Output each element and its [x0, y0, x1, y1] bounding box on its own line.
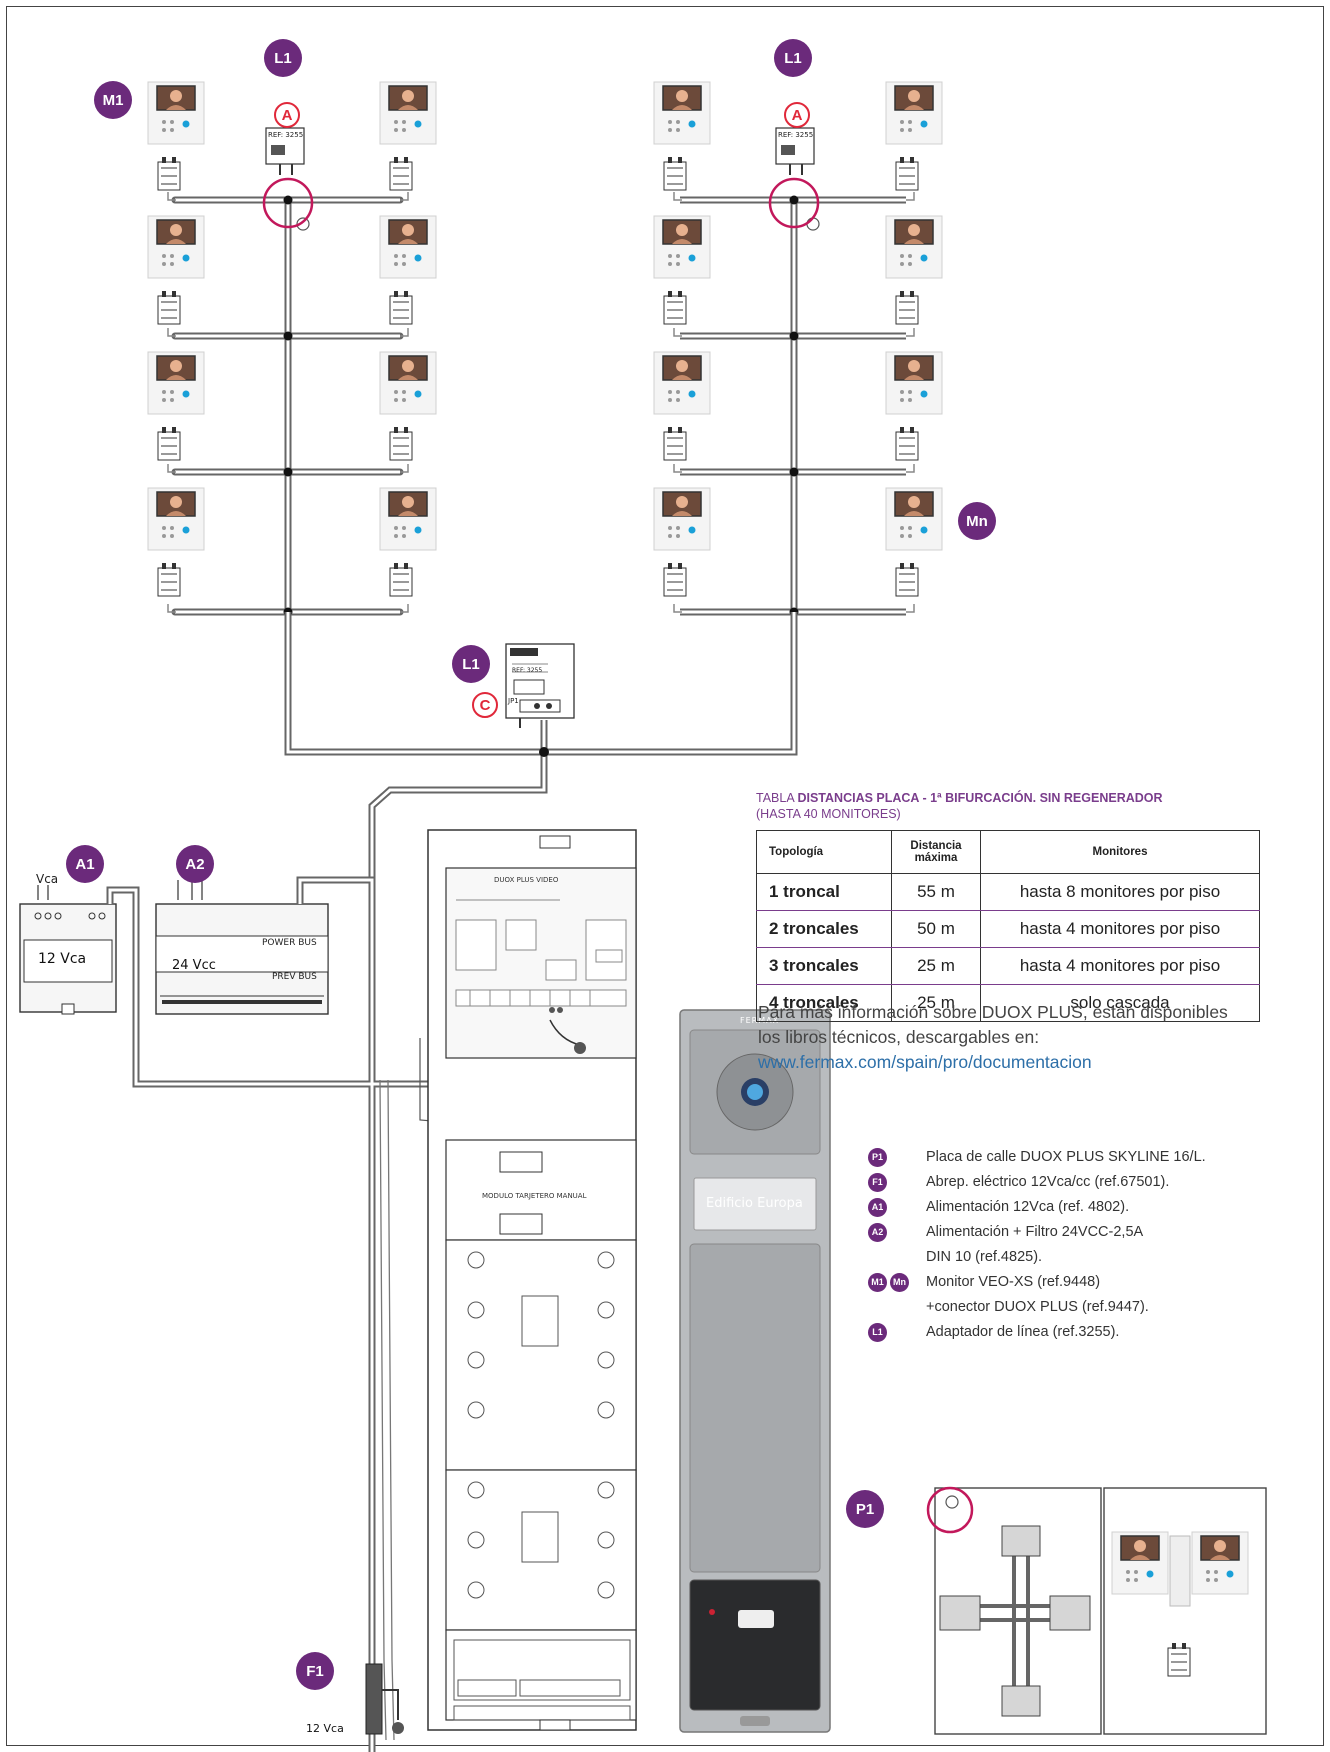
a2-power-bus: POWER BUS	[262, 938, 317, 948]
badge-l1-left: L1	[264, 39, 302, 77]
table-title: TABLA DISTANCIAS PLACA - 1ª BIFURCACIÓN.…	[756, 791, 1163, 805]
panel-name-label: Edificio Europa	[706, 1196, 803, 1211]
info-paragraph: Para más información sobre DUOX PLUS, es…	[758, 1000, 1238, 1075]
marker-c-center: C	[472, 692, 498, 718]
header-distance: Distancia máxima	[891, 830, 981, 874]
table-cell: 50 m	[891, 910, 981, 948]
legend-item: P1 Placa de calle DUOX PLUS SKYLINE 16/L…	[868, 1145, 1268, 1170]
legend-item: +conector DUOX PLUS (ref.9447).	[868, 1295, 1268, 1320]
adapter-jp: JP1	[508, 697, 519, 705]
table-cell: hasta 4 monitores por piso	[980, 910, 1260, 948]
badge-f1: F1	[296, 1652, 334, 1690]
psu-a1	[19, 885, 117, 1015]
legend-text: Alimentación + Filtro 24VCC-2,5A	[926, 1224, 1144, 1240]
legend-badge: A1	[868, 1198, 887, 1217]
left-highlight-circle	[262, 177, 314, 229]
panel-front-view	[679, 1009, 831, 1733]
legend-item: A2 Alimentación + Filtro 24VCC-2,5A	[868, 1220, 1268, 1245]
panel-keypad-title: MODULO TARJETERO MANUAL	[482, 1192, 587, 1200]
a2-voltage-label: 24 Vcc	[172, 958, 216, 973]
legend-item: M1 Mn Monitor VEO-XS (ref.9448)	[868, 1270, 1268, 1295]
adapter-ref-left: REF: 3255	[268, 131, 304, 139]
info-text: Para más información sobre DUOX PLUS, es…	[758, 1002, 1228, 1047]
table-cell: 4 troncales	[756, 984, 892, 1022]
legend-item: L1 Adaptador de línea (ref.3255).	[868, 1320, 1268, 1345]
legend-text: Adaptador de línea (ref.3255).	[926, 1324, 1120, 1340]
lock-voltage-label: 12 Vca	[306, 1722, 344, 1735]
left-line-adapter	[265, 127, 310, 231]
badge-mn: Mn	[958, 502, 996, 540]
adapter-ref-center: REF: 3255	[512, 667, 543, 674]
legend-badge: P1	[868, 1148, 887, 1167]
legend-text: Alimentación 12Vca (ref. 4802).	[926, 1199, 1130, 1215]
table-cell: hasta 8 monitores por piso	[980, 873, 1260, 911]
legend-text: Monitor VEO-XS (ref.9448)	[926, 1274, 1101, 1290]
table-cell: hasta 4 monitores por piso	[980, 947, 1260, 985]
legend: P1 Placa de calle DUOX PLUS SKYLINE 16/L…	[868, 1145, 1268, 1345]
legend-item: DIN 10 (ref.4825).	[868, 1245, 1268, 1270]
badge-l1-right: L1	[774, 39, 812, 77]
legend-text: +conector DUOX PLUS (ref.9447).	[926, 1299, 1149, 1315]
legend-badge: M1	[868, 1273, 887, 1292]
table-cell: 1 troncal	[756, 873, 892, 911]
a2-prev-bus: PREV BUS	[272, 972, 317, 982]
panel-module-title: DUOX PLUS VIDEO	[494, 876, 559, 884]
table-cell: 25 m	[891, 947, 981, 985]
legend-text: Placa de calle DUOX PLUS SKYLINE 16/L.	[926, 1149, 1206, 1165]
table-cell: 3 troncales	[756, 947, 892, 985]
badge-m1: M1	[94, 81, 132, 119]
legend-text: Abrep. eléctrico 12Vca/cc (ref.67501).	[926, 1174, 1170, 1190]
central-line-adapter	[505, 643, 575, 728]
table-cell: solo cascada	[980, 984, 1260, 1022]
table-cell: 2 troncales	[756, 910, 892, 948]
header-monitors: Monitores	[980, 830, 1260, 874]
header-topology: Topología	[756, 830, 892, 874]
badge-p1: P1	[846, 1490, 884, 1528]
legend-text: DIN 10 (ref.4825).	[926, 1249, 1043, 1265]
psu-a2	[155, 880, 329, 1015]
panel-back-view	[427, 829, 637, 1731]
right-highlight-circle	[768, 177, 820, 229]
badge-a2: A2	[176, 845, 214, 883]
electric-lock	[365, 1663, 404, 1735]
legend-badge: F1	[868, 1173, 887, 1192]
right-line-adapter	[775, 127, 820, 231]
documentation-link[interactable]: www.fermax.com/spain/pro/documentacion	[758, 1052, 1092, 1072]
legend-badge: L1	[868, 1323, 887, 1342]
legend-badge: Mn	[890, 1273, 909, 1292]
legend-badge: A2	[868, 1223, 887, 1242]
legend-item: F1 Abrep. eléctrico 12Vca/cc (ref.67501)…	[868, 1170, 1268, 1195]
adapter-ref-right: REF: 3255	[778, 131, 814, 139]
marker-a-left: A	[274, 102, 300, 128]
distance-table: Topología Distancia máxima Monitores 1 t…	[756, 830, 1260, 1022]
p1-topology-diagram	[926, 1486, 1267, 1735]
marker-a-right: A	[784, 102, 810, 128]
a1-input-label: Vca	[36, 872, 59, 886]
table-cell: 25 m	[891, 984, 981, 1022]
table-cell: 55 m	[891, 873, 981, 911]
table-subtitle: (HASTA 40 MONITORES)	[756, 807, 901, 821]
a1-voltage-label: 12 Vca	[38, 951, 87, 967]
page-frame	[6, 6, 1324, 1746]
legend-item: A1 Alimentación 12Vca (ref. 4802).	[868, 1195, 1268, 1220]
badge-l1-center: L1	[452, 645, 490, 683]
badge-a1: A1	[66, 845, 104, 883]
distance-table-block: TABLA DISTANCIAS PLACA - 1ª BIFURCACIÓN.…	[756, 790, 1260, 1022]
